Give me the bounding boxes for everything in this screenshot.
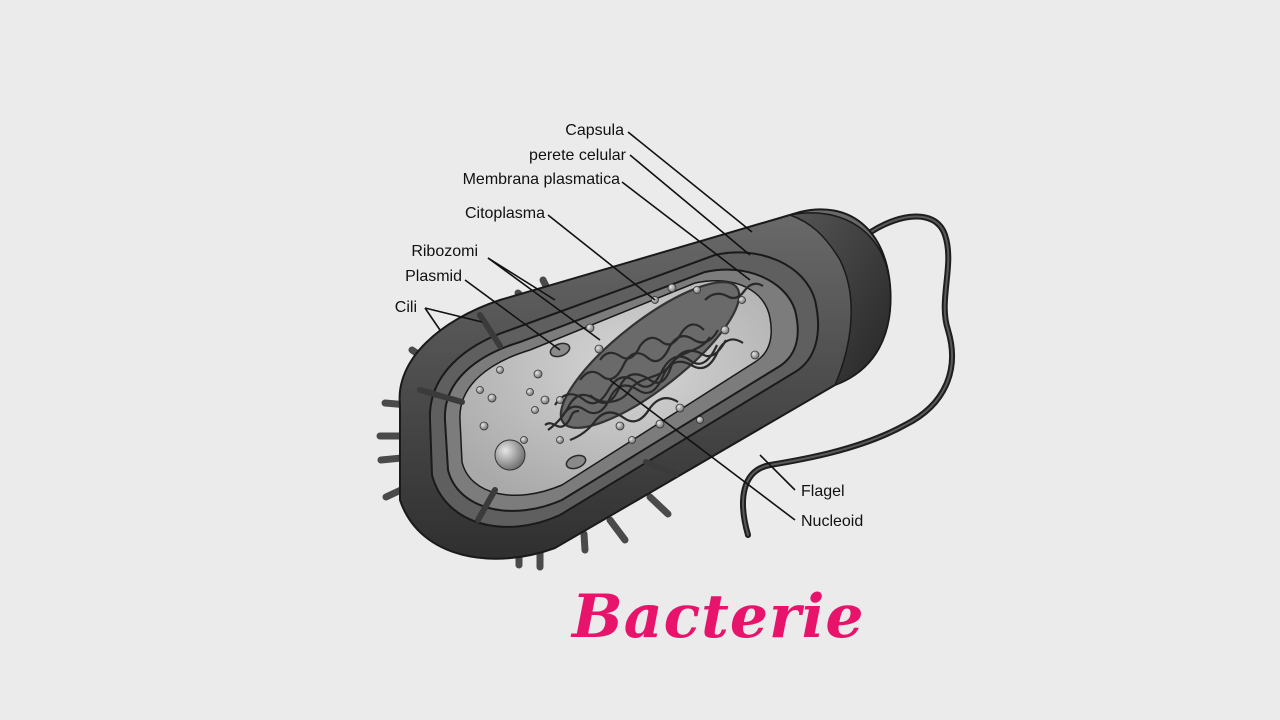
label-membrana-plasmatica: Membrana plasmatica <box>463 171 621 188</box>
label-flagel: Flagel <box>801 483 845 500</box>
label-plasmid: Plasmid <box>405 268 462 285</box>
storage-granule <box>494 439 526 471</box>
label-nucleoid: Nucleoid <box>801 513 863 530</box>
label-perete-celular: perete celular <box>529 147 627 164</box>
label-capsula: Capsula <box>565 122 624 139</box>
label-ribozomi: Ribozomi <box>411 243 478 260</box>
label-cili: Cili <box>395 299 417 316</box>
ribosomes <box>476 283 760 444</box>
caption-title: Bacterie <box>572 582 865 652</box>
nucleoid <box>544 281 764 442</box>
label-leader-lines <box>424 131 796 521</box>
label-citoplasma: Citoplasma <box>465 205 545 222</box>
